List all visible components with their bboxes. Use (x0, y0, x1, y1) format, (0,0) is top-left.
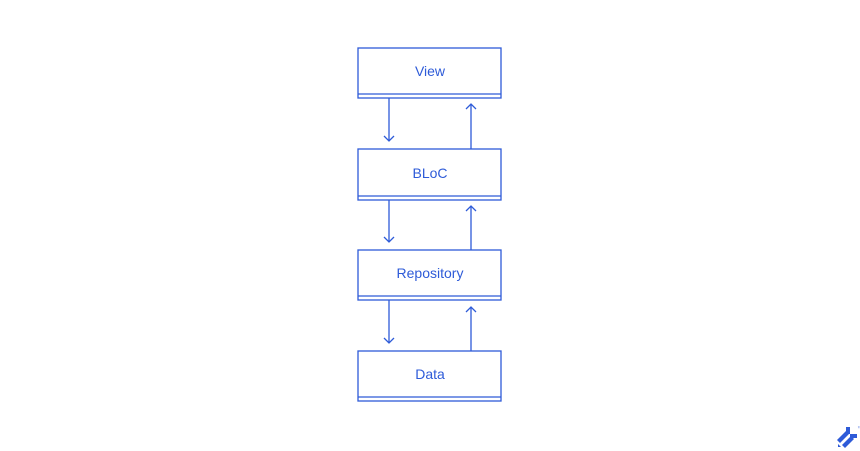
bloc-label: BLoC (412, 165, 447, 181)
view-box (357, 47, 502, 99)
bloc-box (357, 148, 502, 201)
data-label: Data (415, 366, 445, 382)
arrow-down-repository-to-data (383, 300, 395, 344)
data-box (357, 350, 502, 402)
trademark-mark: ™ (857, 426, 860, 433)
arrow-up-bloc-to-view (465, 103, 477, 149)
arrow-down-view-to-bloc (383, 98, 395, 142)
arrow-up-repository-to-bloc (465, 205, 477, 250)
arrow-down-bloc-to-repository (383, 200, 395, 243)
repository-label: Repository (397, 265, 464, 281)
repository-box (357, 249, 502, 301)
view-label: View (415, 63, 446, 79)
toptal-logo-icon: ™ (837, 426, 860, 448)
arrow-up-data-to-repository (465, 306, 477, 351)
